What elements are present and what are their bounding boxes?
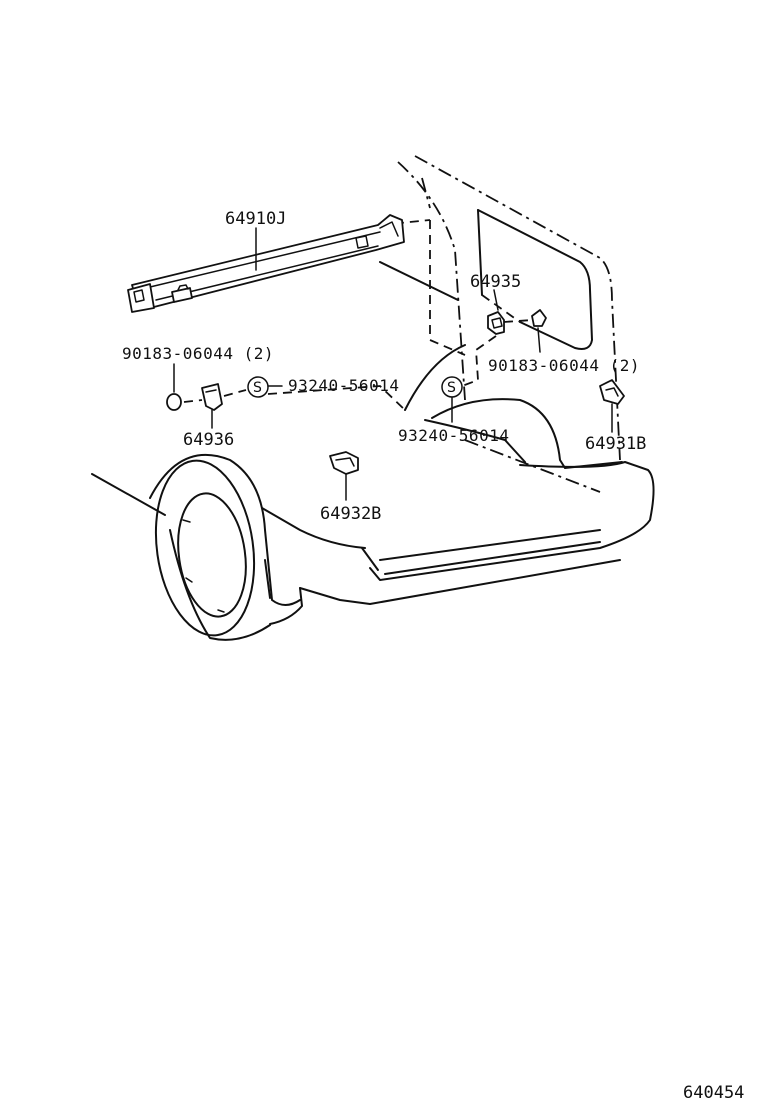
label-clip-center: 64932B (320, 504, 381, 524)
vehicle-body-outline (91, 155, 655, 641)
label-nut-left: 90183-06044 (2) (122, 344, 274, 363)
drawing-number: 640454 (683, 1083, 744, 1103)
clip-part-64931B (599, 379, 625, 433)
clip-assembly-64936: S (166, 363, 406, 429)
rail-part-64910J (127, 214, 405, 313)
screw-right-93240-56014: S (441, 376, 463, 423)
label-nut-right: 90183-06044 (2) (488, 356, 640, 375)
standard-part-symbol: S (447, 380, 456, 396)
label-rail: 64910J (225, 209, 286, 229)
label-screw-right: 93240-56014 (398, 426, 509, 445)
clip-part-64932B (329, 451, 359, 501)
label-screw-left: 93240-56014 (288, 376, 399, 395)
standard-part-symbol: S (253, 380, 262, 396)
bracket-part-64935 (461, 289, 547, 387)
label-bracket: 64935 (470, 272, 521, 292)
label-clip-right: 64931B (585, 434, 646, 454)
part-labels: 64910J 64935 90183-06044 (2) 90183-06044… (122, 209, 744, 1103)
label-clip-left: 64936 (183, 430, 234, 450)
